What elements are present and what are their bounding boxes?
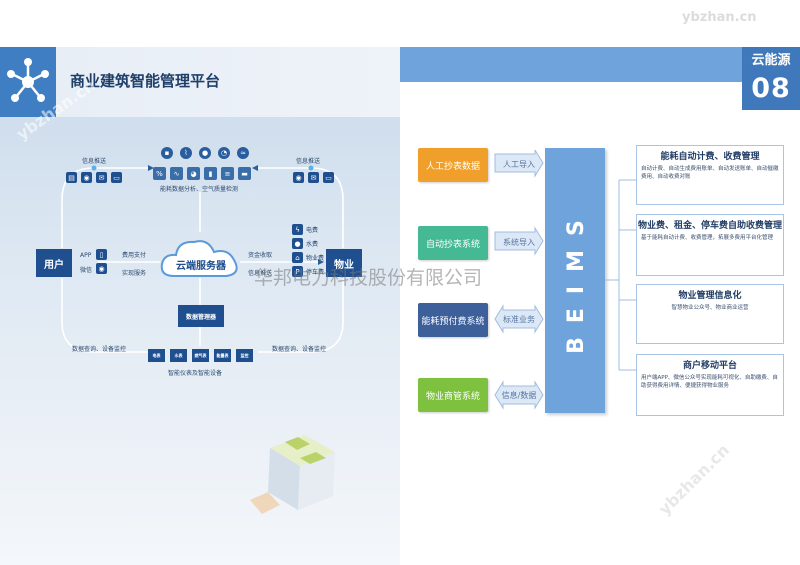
server-icon: ▪ — [161, 147, 173, 159]
cloud-icon — [160, 240, 238, 277]
line-chart-icon: ∿ — [170, 167, 183, 180]
arrow-label: 人工导入 — [503, 159, 535, 169]
feature-title: 能耗自动计费、收费管理 — [660, 152, 760, 162]
bar-chart-icon: ▮ — [204, 167, 217, 180]
left-header — [0, 47, 400, 117]
feature-title: 商户移动平台 — [682, 361, 737, 371]
mail-icon: ✉ — [96, 172, 107, 183]
badge-number: 08 — [751, 73, 791, 104]
analysis-label: 能耗数据分析、空气质量检测 — [160, 186, 239, 193]
feature-card: 商户移动平台 用户端APP、微信公众号实现能耗可视化、自助缴费、自助获得费用详情… — [636, 354, 784, 416]
fax-icon: ▤ — [66, 172, 77, 183]
device-meter: 电表 — [148, 349, 165, 362]
water-icon: ● — [292, 238, 303, 249]
message-icon: ▭ — [111, 172, 122, 183]
percent-icon: % — [153, 167, 166, 180]
device-meter: 监控 — [236, 349, 253, 362]
feature-desc: 基于能耗自动计费、收费管理，拓展多费用平台化管理 — [641, 235, 774, 241]
arrow-label: 信息/数据 — [501, 390, 537, 400]
property-box: 物业 — [326, 249, 362, 277]
watermark-top: ybzhan.cn — [682, 10, 757, 25]
push-right-icons: ◉ ✉ ▭ — [293, 172, 334, 183]
histogram-icon: ▬ — [238, 167, 251, 180]
push-right-label: 信息推送 — [296, 158, 321, 165]
push-left-label: 信息推送 — [82, 158, 107, 165]
arrow-label: 标准业务 — [503, 314, 535, 324]
source-property-box: 物业商管系统 — [418, 378, 488, 412]
cube-decoration-icon — [250, 435, 335, 514]
home-icon: ⌂ — [292, 252, 303, 263]
push-left-icons: ▤ ◉ ✉ ▭ — [66, 172, 122, 183]
fee-item: 停车费 — [306, 269, 325, 276]
data-manager-box: 数据管理器 — [178, 305, 224, 327]
phone-icon: ▯ — [96, 249, 107, 260]
top-icon-row: ▪ ⌇ ● ◔ ≈ — [161, 147, 249, 159]
chart-icon-row: % ∿ ◕ ▮ ≡ ▬ — [153, 167, 251, 180]
user-box: 用户 — [36, 249, 72, 277]
service-label: 实现服务 — [122, 270, 147, 277]
drop-icon: ● — [199, 147, 211, 159]
feature-bracket — [605, 179, 637, 371]
feature-desc: 用户端APP、微信公众号实现能耗可视化、自助缴费、自助获得费用详情、便捷获得物业… — [641, 375, 778, 389]
temperature-icon: ◔ — [218, 147, 230, 159]
wechat-label: 微信 — [80, 267, 93, 274]
beims-core-box — [545, 148, 605, 413]
fee-item: 水费 — [306, 241, 319, 248]
page-title: 商业建筑智能管理平台 — [70, 72, 221, 90]
chat-icon: ◉ — [81, 172, 92, 183]
device-meter: 水表 — [170, 349, 187, 362]
thermometer-icon: ⌇ — [180, 147, 192, 159]
watermark-right: ybzhan.cn — [654, 440, 734, 519]
source-prepaid-box: 能耗预付费系统 — [418, 303, 488, 337]
wind-icon: ≈ — [237, 147, 249, 159]
info-push-label: 信息推送 — [248, 270, 273, 277]
watermark-center: 华邦电力科技股份有限公司 — [254, 267, 483, 289]
feature-card: 物业管理信息化 智慧物业公众号、物业商业运营 — [636, 284, 784, 344]
report-icon: ≡ — [221, 167, 234, 180]
feature-card: 能耗自动计费、收费管理 自动计费、自动生成费用账单、自动发送账单、自动催缴费用、… — [636, 145, 784, 205]
fund-collect-label: 资金收取 — [248, 252, 273, 259]
device-caption: 智能仪表及智能设备 — [168, 370, 223, 377]
feature-desc: 智慧物业公众号、物业商业运营 — [671, 305, 749, 311]
source-arrows — [494, 150, 544, 410]
fee-item: 物业费 — [306, 255, 325, 262]
page-badge — [742, 47, 800, 110]
device-meter: 燃气表 — [192, 349, 209, 362]
source-auto-box: 自动抄表系统 — [418, 226, 488, 260]
query-right-label: 数据查询、设备监控 — [272, 346, 327, 353]
chat-icon: ◉ — [293, 172, 304, 183]
feature-title: 物业费、租金、停车费自助收费管理 — [637, 221, 782, 231]
electric-icon: ϟ — [292, 224, 303, 235]
feature-desc: 自动计费、自动生成费用账单、自动发送账单、自动催缴费用、自动收费对账 — [641, 166, 779, 180]
arrow-label: 系统导入 — [503, 237, 535, 247]
badge-title: 云能源 — [751, 53, 791, 68]
beims-label: BEIMS — [564, 206, 589, 354]
feature-title: 物业管理信息化 — [678, 291, 742, 301]
parking-icon: P — [292, 266, 303, 277]
pie-icon: ◕ — [187, 167, 200, 180]
query-left-label: 数据查询、设备监控 — [72, 346, 127, 353]
cloud-server-label: 云端服务器 — [176, 261, 226, 272]
source-manual-box: 人工抄表数据 — [418, 148, 488, 182]
app-label: APP — [80, 252, 92, 259]
molecule-logo-icon — [0, 47, 56, 117]
fee-pay-label: 费用支付 — [122, 252, 147, 259]
mail-icon: ✉ — [308, 172, 319, 183]
message-icon: ▭ — [323, 172, 334, 183]
fee-item: 电费 — [306, 227, 319, 234]
device-meter: 能量表 — [214, 349, 231, 362]
right-header-bar — [400, 47, 742, 82]
feature-card: 物业费、租金、停车费自助收费管理 基于能耗自动计费、收费管理，拓展多费用平台化管… — [636, 214, 784, 276]
wechat-icon: ◉ — [96, 263, 107, 274]
device-row: 电表 水表 燃气表 能量表 监控 — [148, 349, 253, 362]
